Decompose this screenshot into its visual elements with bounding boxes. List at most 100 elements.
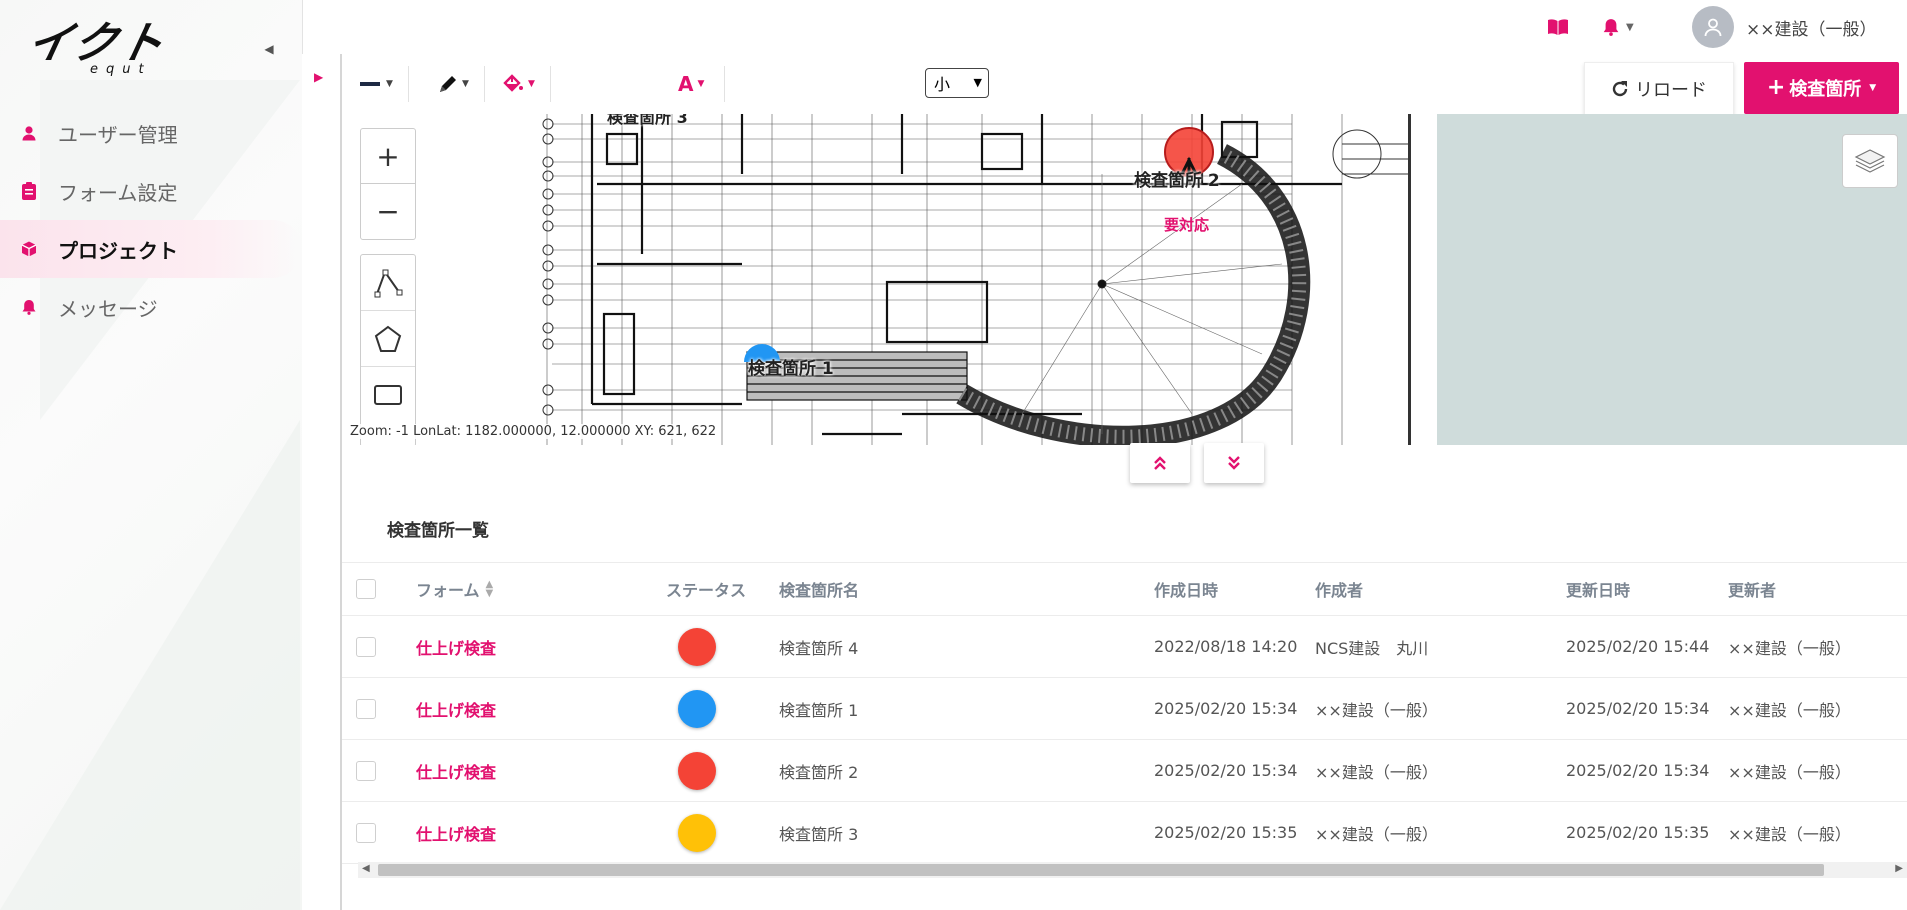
cell-created: 2022/08/18 14:20: [1154, 637, 1298, 656]
zoom-in-button[interactable]: +: [361, 129, 415, 183]
checkbox: [356, 822, 376, 843]
status-indicator: [678, 751, 716, 790]
cell-form-link[interactable]: 仕上げ検査: [416, 638, 497, 658]
cell-form-link[interactable]: 仕上げ検査: [416, 762, 497, 782]
cell-creator: ××建設（一般）: [1315, 700, 1438, 720]
column-header-updater[interactable]: 更新者: [1728, 581, 1777, 600]
inspection-table: フォーム ▲▼ ステータス 検査箇所名 作成日時 作成者 更新日時 更新者 仕上…: [342, 562, 1907, 864]
font-size-select[interactable]: 小 ▼: [925, 68, 989, 98]
row-checkbox[interactable]: [356, 802, 376, 863]
draw-line-button[interactable]: [361, 255, 415, 310]
sidebar-item-label: ユーザー管理: [58, 122, 178, 147]
add-label: 検査箇所: [1789, 79, 1862, 100]
marker-tag-2: 要対応: [1164, 216, 1210, 234]
caret-down-icon: ▼: [462, 79, 469, 89]
chevron-down-icon: ▼: [973, 76, 982, 89]
collapse-down-button[interactable]: [1204, 443, 1264, 483]
cell-status: [678, 740, 716, 801]
column-header-updated[interactable]: 更新日時: [1566, 581, 1631, 600]
sidebar-collapse-button[interactable]: ◀: [256, 36, 282, 62]
sidebar-item-forms[interactable]: フォーム設定: [0, 162, 302, 220]
cell-status: [678, 616, 716, 677]
caret-down-icon: ▼: [386, 79, 393, 89]
sidebar-item-label: フォーム設定: [58, 180, 178, 205]
marker-label-2[interactable]: 検査箇所 2: [1134, 171, 1220, 191]
toolbar-divider: [408, 66, 409, 102]
notification-dropdown[interactable]: ▼: [1602, 14, 1634, 40]
text-color-dropdown[interactable]: A ▼: [678, 70, 704, 98]
text-color-icon: A: [678, 72, 694, 96]
fill-color-dropdown[interactable]: ▼: [502, 70, 535, 98]
avatar: [1692, 6, 1734, 48]
scroll-right-icon[interactable]: ▶: [1895, 863, 1903, 874]
scrollbar-thumb[interactable]: [378, 864, 1824, 876]
zoom-out-button[interactable]: −: [361, 183, 415, 238]
cell-updater: ××建設（一般）: [1728, 700, 1851, 720]
add-inspection-point-button[interactable]: + 検査箇所 ▼: [1744, 62, 1899, 114]
pen-color-dropdown[interactable]: ▼: [438, 70, 469, 98]
sidebar-item-label: メッセージ: [58, 296, 158, 321]
plus-icon: +: [376, 139, 400, 173]
draw-polygon-button[interactable]: [361, 310, 415, 366]
marker-pin-2[interactable]: [1162, 114, 1216, 184]
horizontal-scrollbar[interactable]: ◀ ▶: [358, 862, 1907, 878]
row-checkbox[interactable]: [356, 740, 376, 801]
column-header-status[interactable]: ステータス: [666, 581, 747, 600]
bell-icon: [1603, 19, 1619, 36]
sidebar-item-users[interactable]: ユーザー管理: [0, 104, 302, 162]
polygon-icon: [374, 325, 402, 352]
manual-button[interactable]: [1545, 14, 1571, 40]
cell-created: 2025/02/20 15:34: [1154, 761, 1298, 780]
app-logo[interactable]: イクト equt: [23, 18, 198, 77]
cell-creator: NCS建設 丸川: [1315, 638, 1429, 658]
font-size-value: 小: [934, 75, 951, 94]
user-name: ××建設（一般）: [1746, 19, 1877, 40]
logo-subtext: equt: [90, 62, 152, 77]
expand-panel-button[interactable]: ▶: [314, 70, 324, 84]
draw-rectangle-button[interactable]: [361, 366, 415, 422]
cell-form-link[interactable]: 仕上げ検査: [416, 700, 497, 720]
column-header-created[interactable]: 作成日時: [1154, 581, 1219, 600]
reload-button[interactable]: リロード: [1584, 62, 1734, 116]
cell-form-link[interactable]: 仕上げ検査: [416, 824, 497, 844]
book-icon: [1548, 19, 1568, 35]
drawing-toolbar: ▼ ▼ ▼ 小 ▼ A ▼ リロード + 検査箇所 ▼: [342, 54, 1907, 116]
sidebar-nav: ユーザー管理 フォーム設定 プロジェクト メッセージ: [0, 104, 302, 336]
marker-label-3[interactable]: 検査箇所 3: [607, 114, 688, 127]
select-all-checkbox[interactable]: [356, 563, 376, 615]
zoom-control: + −: [360, 128, 416, 240]
sidebar: イクト equt ◀ ユーザー管理 フォーム設定 プロジェクト: [0, 0, 303, 910]
caret-down-icon: ▼: [1626, 21, 1634, 33]
fill-bucket-icon: [503, 74, 523, 92]
cell-updated: 2025/02/20 15:44: [1566, 637, 1710, 656]
column-header-form[interactable]: フォーム ▲▼: [416, 563, 493, 615]
sidebar-item-messages[interactable]: メッセージ: [0, 278, 302, 336]
marker-pin-1[interactable]: [742, 340, 782, 362]
status-indicator: [678, 689, 716, 728]
cell-created: 2025/02/20 15:34: [1154, 699, 1298, 718]
floor-plan-map[interactable]: 検査箇所 1 検査箇所 2 要対応 検査箇所 3 + − Zoom: -1 Lo…: [342, 114, 1907, 445]
refresh-icon: [1612, 81, 1628, 97]
row-checkbox[interactable]: [356, 616, 376, 677]
cell-updater: ××建設（一般）: [1728, 638, 1851, 658]
top-header: ▼ ××建設（一般）: [302, 0, 1907, 54]
column-header-creator[interactable]: 作成者: [1315, 581, 1364, 600]
scroll-left-icon[interactable]: ◀: [362, 863, 370, 874]
line-style-dropdown[interactable]: ▼: [360, 70, 393, 98]
cell-updater: ××建設（一般）: [1728, 824, 1851, 844]
caret-down-icon: ▼: [1869, 83, 1877, 93]
layers-button[interactable]: [1842, 134, 1898, 188]
cell-status: [678, 802, 716, 863]
row-checkbox[interactable]: [356, 678, 376, 739]
sidebar-item-projects[interactable]: プロジェクト: [0, 220, 302, 278]
sort-icon: ▲▼: [485, 579, 494, 599]
column-header-name[interactable]: 検査箇所名: [779, 581, 860, 600]
marker-label-1[interactable]: 検査箇所 1: [748, 359, 834, 379]
collapse-up-button[interactable]: [1130, 443, 1190, 483]
user-menu[interactable]: ××建設（一般）: [1692, 5, 1877, 49]
